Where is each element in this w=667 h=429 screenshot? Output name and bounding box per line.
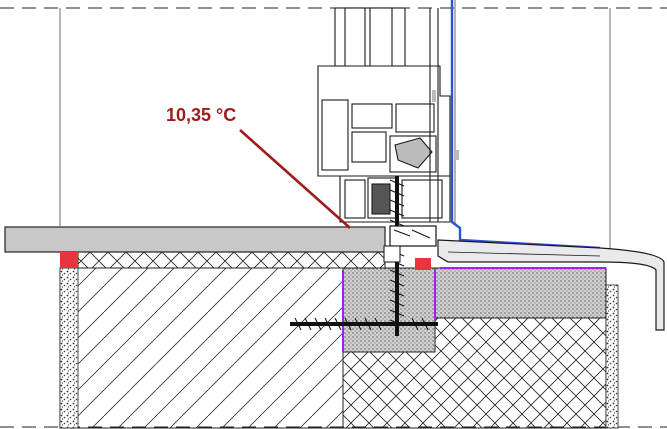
thermal-seals xyxy=(60,252,431,270)
insulation-crosshatch xyxy=(77,251,619,429)
exterior-flashing-blue xyxy=(450,0,601,250)
interior-sill-board xyxy=(4,226,386,253)
wall-guide-lines xyxy=(59,0,611,252)
window-frame-profile xyxy=(317,7,459,223)
temperature-label: 10,35 °C xyxy=(166,105,236,125)
exterior-sill-flashing xyxy=(437,239,665,331)
mounting-screws xyxy=(290,176,438,336)
brick-wall-hatch xyxy=(59,267,344,429)
membrane-lines xyxy=(342,267,606,352)
temperature-annotation: 10,35 °C xyxy=(166,105,351,229)
